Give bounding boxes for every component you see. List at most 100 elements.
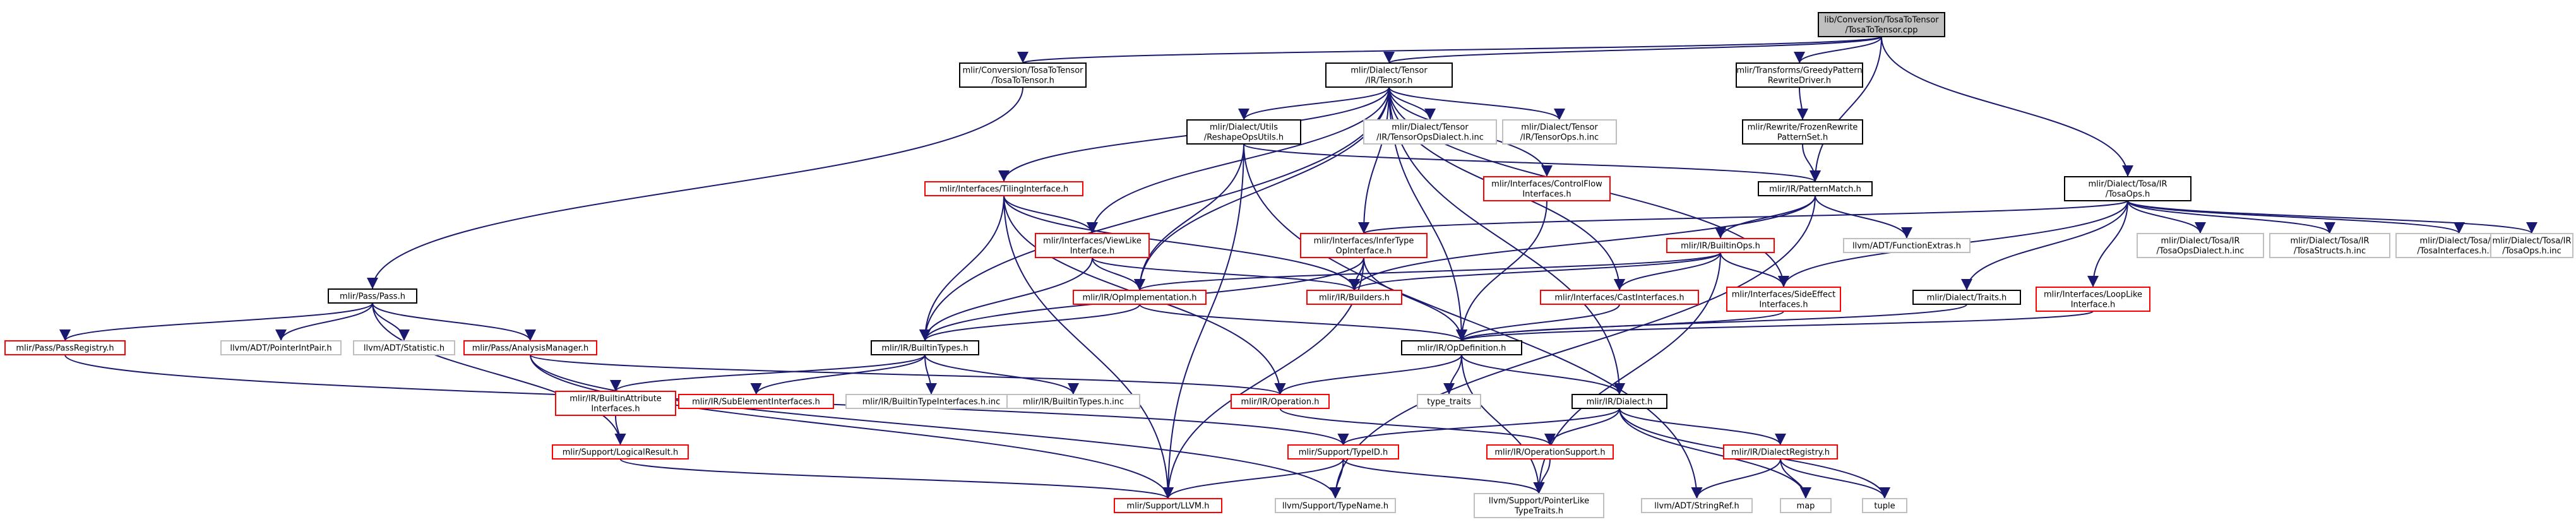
dependency-edge	[59, 302, 373, 341]
node-label: mlir/Pass/AnalysisManager.h	[472, 344, 588, 353]
graph-node-conv-hdr[interactable]: mlir/Conversion/TosaToTensor/TosaToTenso…	[959, 62, 1087, 88]
node-label: /IR/TensorOpsDialect.h.inc	[1376, 133, 1484, 143]
edge-opdefinition-to-dialect	[1461, 354, 1625, 395]
node-box	[1186, 119, 1301, 145]
dependency-edge	[1092, 257, 1360, 291]
node-label: mlir/Interfaces/InferType	[1314, 237, 1414, 246]
graph-node-dialectregistry[interactable]: mlir/IR/DialectRegistry.h	[1723, 444, 1838, 460]
edge-typeid-to-typename	[1330, 458, 1344, 499]
graph-node-builtinops[interactable]: mlir/IR/BuiltinOps.h	[1666, 238, 1775, 253]
edge-conv-hdr-to-pass	[367, 86, 1023, 290]
graph-node-analysismanager[interactable]: mlir/Pass/AnalysisManager.h	[463, 340, 597, 355]
node-label: /TosaStructs.h.inc	[2294, 247, 2366, 256]
edge-tosaops-to-tosastructs-inc	[2127, 200, 2335, 234]
edge-controlflow-to-opdefinition	[1456, 200, 1547, 341]
dependency-edge	[1794, 36, 1882, 64]
dependency-edge	[1342, 458, 1545, 494]
node-label: TypeTraits.h	[1514, 507, 1563, 516]
dependency-edge	[1330, 195, 1816, 499]
graph-node-operationsupport[interactable]: mlir/IR/OperationSupport.h	[1486, 444, 1614, 460]
edge-builtinattr-to-logicalresult	[614, 415, 626, 446]
dependency-edge	[1274, 354, 1462, 395]
node-label: mlir/IR/PatternMatch.h	[1769, 185, 1861, 194]
node-box	[2036, 287, 2150, 312]
graph-node-tosaops[interactable]: mlir/Dialect/Tosa/IR/TosaOps.h	[2064, 176, 2191, 201]
graph-node-type-traits: type_traits	[1417, 394, 1481, 409]
edge-dialectregistry-to-tuple	[1780, 458, 1890, 499]
node-box	[1325, 62, 1453, 88]
node-box	[1666, 238, 1775, 253]
node-label: mlir/Transforms/GreedyPattern	[1736, 66, 1862, 76]
graph-node-operation[interactable]: mlir/IR/Operation.h	[1231, 394, 1330, 409]
dependency-edge	[1243, 143, 1703, 499]
dependency-edge	[1691, 458, 1781, 499]
node-box	[1006, 394, 1140, 409]
dependency-edge	[919, 257, 1093, 341]
graph-node-castinterfaces[interactable]: mlir/Interfaces/CastInterfaces.h	[1540, 290, 1699, 305]
edge-tosaops-to-tosaops-inc	[2127, 200, 2537, 234]
graph-node-opimpl[interactable]: mlir/IR/OpImplementation.h	[1073, 290, 1207, 305]
graph-node-patternmatch[interactable]: mlir/IR/PatternMatch.h	[1758, 181, 1873, 196]
edge-builtinops-to-builders	[1349, 252, 1721, 291]
graph-node-dialect[interactable]: mlir/IR/Dialect.h	[1571, 394, 1667, 409]
node-label: mlir/IR/BuiltinTypes.h.inc	[1023, 398, 1124, 407]
edge-tensor-to-tensordialect-inc	[1388, 86, 1436, 121]
node-label: mlir/IR/Dialect.h	[1587, 398, 1653, 407]
dependency-edge	[1238, 86, 1390, 121]
node-box	[1474, 493, 1604, 518]
graph-node-tensor[interactable]: mlir/Dialect/Tensor/IR/Tensor.h	[1325, 62, 1453, 88]
edge-reshapeutils-to-llvmsupport	[1162, 143, 1244, 499]
node-label: mlir/Dialect/Tensor	[1392, 123, 1469, 133]
edge-tiling-to-viewlike	[1003, 195, 1098, 234]
graph-node-typeid[interactable]: mlir/Support/TypeID.h	[1287, 444, 1399, 460]
node-label: mlir/Dialect/Tensor	[1521, 123, 1598, 133]
edge-builtintypes-to-subelement	[750, 354, 926, 395]
edge-tiling-to-llvmsupport	[1003, 195, 1174, 499]
dependency-edge	[1087, 86, 1390, 234]
graph-node-passregistry[interactable]: mlir/Pass/PassRegistry.h	[4, 340, 126, 355]
node-label: mlir/IR/BuiltinTypes.h	[881, 344, 968, 353]
graph-node-traits[interactable]: mlir/Dialect/Traits.h	[1912, 290, 2021, 305]
graph-node-greedy[interactable]: mlir/Transforms/GreedyPatternRewriteDriv…	[1736, 62, 1863, 88]
node-box	[1723, 444, 1838, 460]
dependency-edge	[372, 302, 626, 446]
edge-dialectregistry-to-stringref	[1691, 458, 1781, 499]
dependency-edge	[1003, 195, 1360, 291]
node-box	[463, 340, 597, 355]
node-label: llvm/Support/PointerLike	[1489, 497, 1589, 506]
node-box	[2137, 233, 2264, 258]
graph-node-opdefinition[interactable]: mlir/IR/OpDefinition.h	[1401, 340, 1522, 355]
node-box	[353, 340, 455, 355]
node-label: /TosaOps.h.inc	[2502, 247, 2561, 256]
graph-node-root[interactable]: lib/Conversion/TosaToTensor/TosaToTensor…	[1818, 12, 1945, 37]
graph-node-pass[interactable]: mlir/Pass/Pass.h	[328, 288, 417, 304]
node-box	[1742, 119, 1863, 145]
graph-node-builtintypes[interactable]: mlir/IR/BuiltinTypes.h	[871, 340, 979, 355]
graph-node-builders[interactable]: mlir/IR/Builders.h	[1306, 290, 1402, 305]
dependency-edge	[1003, 195, 1098, 234]
graph-node-logicalresult[interactable]: mlir/Support/LogicalResult.h	[552, 444, 689, 460]
graph-node-builtintypeinterfaces-inc: mlir/IR/BuiltinTypeInterfaces.h.inc	[845, 394, 1017, 409]
graph-node-llvmsupport[interactable]: mlir/Support/LLVM.h	[1114, 498, 1222, 513]
dependency-edge	[1456, 304, 1620, 341]
edge-typeid-to-llvmsupport	[1162, 458, 1344, 499]
node-label: type_traits	[1427, 398, 1471, 407]
node-label: Interfaces.h	[1522, 190, 1571, 199]
edge-root-to-tensor	[1383, 36, 1882, 64]
edge-logicalresult-to-llvmsupport	[619, 458, 1174, 499]
node-box	[1780, 498, 1832, 513]
graph-node-tiling[interactable]: mlir/Interfaces/TilingInterface.h	[924, 181, 1083, 196]
graph-node-subelement[interactable]: mlir/IR/SubElementInterfaces.h	[678, 394, 834, 409]
node-box	[1758, 181, 1873, 196]
edge-tosaops-to-tosainterfaces-inc	[2127, 200, 2465, 234]
dependency-edge	[1349, 252, 1721, 291]
graph-node-reshapeutils[interactable]: mlir/Dialect/Utils/ReshapeOpsUtils.h	[1186, 119, 1301, 145]
